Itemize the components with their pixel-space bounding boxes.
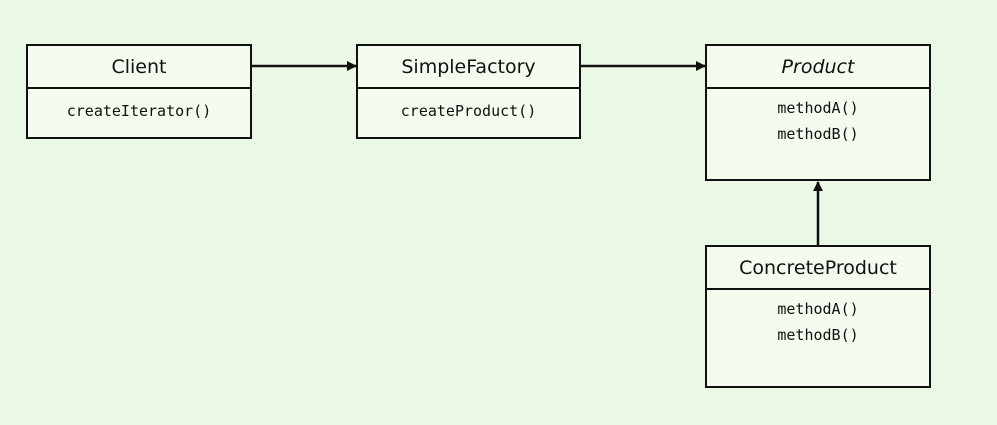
method-product-method-b: methodB() [777,125,859,143]
class-simplefactory: SimpleFactory createProduct() [356,44,581,139]
methods-product: methodA() methodB() [707,89,929,142]
method-create-product: createProduct() [400,102,537,120]
class-product: Product methodA() methodB() [705,44,931,181]
class-name-product: Product [707,46,929,89]
class-client: Client createIterator() [26,44,252,139]
class-concreteproduct: ConcreteProduct methodA() methodB() [705,245,931,388]
methods-simplefactory: createProduct() [358,89,579,133]
method-concreteproduct-method-b: methodB() [777,326,859,344]
methods-concreteproduct: methodA() methodB() [707,290,929,343]
class-name-simplefactory: SimpleFactory [358,46,579,89]
method-create-iterator: createIterator() [66,102,212,120]
method-product-method-a: methodA() [777,99,859,117]
class-name-concreteproduct: ConcreteProduct [707,247,929,290]
method-concreteproduct-method-a: methodA() [777,300,859,318]
methods-client: createIterator() [28,89,250,133]
class-name-client: Client [28,46,250,89]
